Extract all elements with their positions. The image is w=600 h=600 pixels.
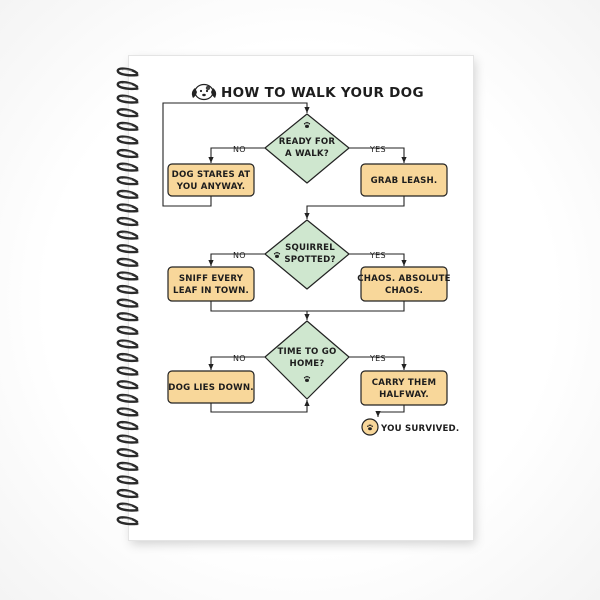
spiral-coil [116,298,140,308]
d3-yes-label: YES [369,354,386,363]
spiral-coil [116,488,140,499]
action-chaos: CHAOS. ABSOLUTE CHAOS. [357,266,451,302]
spiral-coil [116,80,140,91]
spiral-coil [116,380,140,390]
spiral-coil [116,176,140,186]
paw-print-icon [367,424,373,431]
spiral-coil [116,108,140,118]
spiral-coil [116,366,140,376]
action-text-line: CHAOS. [385,286,423,296]
dog-face-icon [191,83,217,101]
connectors [162,102,407,417]
spiral-coil [116,516,140,526]
d2-yes-label: YES [369,251,386,260]
action-text-line: YOU ANYWAY. [176,182,245,192]
spiral-coil [116,230,140,240]
decision-text-line: SQUIRREL [285,243,335,253]
spiral-coil [116,67,140,77]
spiral-coil [116,448,140,458]
d3-no-label: NO [233,354,246,363]
spiral-coil [116,135,140,145]
action-text-line: CHAOS. ABSOLUTE [357,274,450,284]
decision-time-to-go-home: TIME TO GO HOME? [264,320,350,400]
spiral-coil [116,393,140,403]
action-text-line: GRAB LEASH. [371,176,438,186]
spiral-coil [116,352,140,363]
action-text-line: LEAF IN TOWN. [173,286,249,296]
action-grab-leash: GRAB LEASH. [360,163,448,197]
action-dog-lies-down: DOG LIES DOWN. [167,370,255,404]
action-text-line: CARRY THEM [372,378,436,388]
spiral-coil [116,189,140,199]
action-sniff-every-leaf: SNIFF EVERY LEAF IN TOWN. [167,266,255,302]
end-you-survived: YOU SURVIVED. [361,418,459,436]
spiral-coil [116,312,140,322]
spiral-coil [116,121,140,131]
paw-print-icon [273,251,281,258]
page-title: HOW TO WALK YOUR DOG [221,85,424,101]
decision-ready-for-walk: READY FOR A WALK? [264,113,350,184]
spiral-coil [116,216,140,227]
spiral-coil [116,148,140,159]
spiral-coil [116,420,140,431]
spiral-coil [116,284,140,295]
spiral-coil [116,162,140,172]
decision-squirrel-spotted: SQUIRREL SPOTTED? [264,219,350,290]
action-text-line: DOG STARES AT [172,170,251,180]
spiral-binding [116,67,140,526]
paw-print-icon [303,121,311,128]
decision-text-line: HOME? [290,359,325,369]
spiral-coil [116,461,140,471]
spiral-coil [116,257,140,267]
d1-yes-label: YES [369,145,386,154]
spiral-coil [116,94,140,104]
spiral-coil [116,244,140,254]
decision-text-line: SPOTTED? [284,255,335,265]
spiral-coil [116,407,140,417]
decision-text-line: TIME TO GO [278,347,337,357]
spiral-coil [116,325,140,335]
end-label: YOU SURVIVED. [380,424,459,434]
spiral-coil [116,203,140,213]
spiral-coil [116,434,140,444]
action-carry-them-halfway: CARRY THEM HALFWAY. [360,370,448,406]
paw-print-icon [303,375,311,382]
decision-text-line: A WALK? [285,149,329,159]
decision-text-line: READY FOR [279,137,336,147]
action-text-line: DOG LIES DOWN. [168,383,253,393]
spiral-coil [116,339,140,349]
action-dog-stares: DOG STARES AT YOU ANYWAY. [167,163,255,197]
d2-no-label: NO [233,251,246,260]
action-text-line: SNIFF EVERY [179,274,244,284]
spiral-coil [116,502,140,512]
action-text-line: HALFWAY. [379,390,429,400]
spiral-coil [116,475,140,485]
spiral-coil [116,271,140,281]
d1-no-label: NO [233,145,246,154]
